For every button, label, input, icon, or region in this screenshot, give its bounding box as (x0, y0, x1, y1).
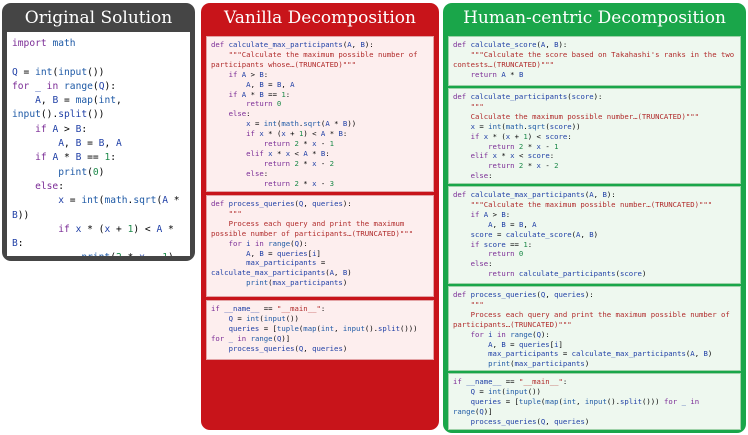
code-text: import math ​Q = int(input()) for _ in ran… (7, 32, 190, 256)
code-line: max_participants = calculate_max_partici… (488, 349, 713, 359)
code-line: A, B = B, A (246, 79, 295, 89)
code-line: process_queries(Q, queries) (228, 343, 348, 353)
code-text: def calculate_score(A, B): """Calculate … (449, 37, 740, 83)
code-line: return 2 * x - 3 (453, 181, 736, 183)
vanilla-code-block-main: if __name__ == "__main__": Q = int(input… (206, 300, 434, 360)
code-text: def calculate_max_participants(A, B): ""… (207, 37, 433, 191)
code-line: if A > B: (470, 209, 511, 219)
code-line: if A > B: (35, 123, 88, 135)
code-line: return 2 * x - 1 (488, 141, 559, 151)
code-line: if score == 1: (470, 239, 533, 249)
code-line: if A > B: (228, 69, 269, 79)
code-line: """ (470, 299, 484, 309)
code-line: Process each query and print the maximum… (211, 218, 414, 238)
code-line: """ (228, 208, 242, 218)
code-line: x = int(math.sqrt(A * B)) (246, 119, 357, 129)
code-line: if __name__ == "__main__": (453, 377, 568, 386)
code-line: process_queries(Q, queries) (470, 416, 590, 426)
code-line: else: (470, 171, 493, 181)
code-line: print(0) (58, 166, 105, 178)
code-line: return A * B (470, 69, 524, 79)
code-line: A, B = B, A (488, 219, 537, 229)
code-text: def process_queries(Q, queries): """ Pro… (449, 287, 740, 370)
code-line: A, B = B, A (58, 138, 122, 150)
vanilla-decomposition-panel: Vanilla Decomposition def calculate_max_… (201, 3, 439, 430)
human-code-block-main: if __name__ == "__main__": Q = int(input… (448, 373, 741, 430)
code-line: import math (12, 38, 76, 49)
code-line: Process each query and print the maximum… (453, 309, 735, 329)
code-line: def calculate_score(A, B): (453, 40, 568, 49)
code-line: def calculate_participants(score): (453, 92, 603, 101)
code-text: def process_queries(Q, queries): """ Pro… (207, 196, 433, 291)
code-line: return calculate_participants(score) (488, 269, 647, 279)
original-code-block: import math ​Q = int(input()) for _ in ran… (7, 32, 190, 256)
code-line: Calculate the maximum possible number…(T… (470, 111, 700, 121)
code-line: return 0 (488, 249, 524, 259)
code-line: x = int(math.sqrt(A * B)) (12, 195, 186, 221)
code-line: for _ in range(Q): (12, 80, 117, 92)
human-code-block-calculate-participants: def calculate_participants(score): """ C… (448, 88, 741, 184)
vanilla-code-block-process-queries: def process_queries(Q, queries): """ Pro… (206, 195, 434, 297)
code-line: queries = [tuple(map(int, input().split(… (453, 396, 700, 416)
code-line: else: (470, 259, 493, 269)
code-line: for i in range(Q): (470, 329, 550, 339)
human-centric-decomposition-title: Human-centric Decomposition (463, 8, 726, 28)
code-line: queries = [tuple(map(int, input().split(… (211, 323, 422, 343)
code-line: def process_queries(Q, queries): (453, 290, 594, 299)
code-line: if x * (x + 1) < score: (470, 131, 572, 141)
code-line: A, B = queries[i] (488, 339, 563, 349)
code-line: """Calculate the maximum possible number… (211, 49, 422, 69)
code-line: max_participants = calculate_max_partici… (211, 258, 352, 278)
code-line: else: (246, 168, 269, 178)
code-line: print(max_participants) (488, 359, 590, 369)
human-code-block-max-participants: def calculate_max_participants(A, B): ""… (448, 186, 741, 284)
original-solution-title: Original Solution (24, 8, 173, 28)
code-line: return 2 * x - 2 (263, 158, 335, 168)
code-line: """Calculate the maximum possible number… (470, 199, 713, 209)
vanilla-code-block-max-participants: def calculate_max_participants(A, B): ""… (206, 36, 434, 192)
code-line: elif x * x < score: (470, 151, 555, 161)
code-line: if A * B == 1: (228, 89, 291, 99)
code-line: Q = int(input()) (12, 66, 105, 78)
code-line: x = int(math.sqrt(score)) (470, 121, 581, 131)
code-line: return 2 * x - 3 (263, 178, 335, 188)
code-line: return 0 (246, 99, 282, 109)
code-line: def process_queries(Q, queries): (211, 199, 352, 208)
code-text: if __name__ == "__main__": Q = int(input… (449, 374, 740, 429)
code-line: def calculate_max_participants(A, B): (453, 190, 616, 199)
code-text: def calculate_max_participants(A, B): ""… (449, 187, 740, 282)
code-line: ​ (12, 51, 185, 65)
code-line: if x * (x + 1) < A * B: (246, 129, 348, 139)
code-line: return 2 * x - 1 (263, 139, 335, 149)
human-code-block-calculate-score: def calculate_score(A, B): """Calculate … (448, 36, 741, 86)
code-line: Q = int(input()) (470, 386, 541, 396)
code-line: for i in range(Q): (228, 238, 308, 248)
human-centric-decomposition-panel: Human-centric Decomposition def calculat… (443, 3, 746, 433)
vanilla-decomposition-title: Vanilla Decomposition (224, 8, 416, 28)
code-line: elif x * x < A * B: (246, 148, 330, 158)
original-solution-panel: Original Solution import math ​Q = int(in… (2, 3, 195, 261)
code-line: else: (35, 180, 64, 192)
code-text: if __name__ == "__main__": Q = int(input… (207, 301, 433, 357)
code-line: """Calculate the score based on Takahash… (453, 49, 739, 69)
code-line: print(max_participants) (246, 278, 348, 288)
code-line: A, B = map(int, input().split()) (12, 95, 128, 121)
code-line: if __name__ == "__main__": (211, 304, 326, 313)
human-code-block-process-queries: def process_queries(Q, queries): """ Pro… (448, 286, 741, 371)
code-line: Q = int(input()) (228, 313, 299, 323)
code-line: A, B = queries[i] (246, 248, 321, 258)
code-line: def calculate_max_participants(A, B): (211, 40, 374, 49)
code-line: score = calculate_score(A, B) (470, 229, 599, 239)
code-line: else: (228, 109, 251, 119)
code-line: if x * (x + 1) < A * B: (12, 223, 180, 250)
code-line: if A * B == 1: (35, 152, 117, 164)
code-line: return 2 * x - 2 (488, 161, 559, 171)
code-line: """ (470, 101, 484, 111)
code-line: print(2 * x - 1) (12, 251, 185, 256)
code-text: def calculate_participants(score): """ C… (449, 89, 740, 183)
